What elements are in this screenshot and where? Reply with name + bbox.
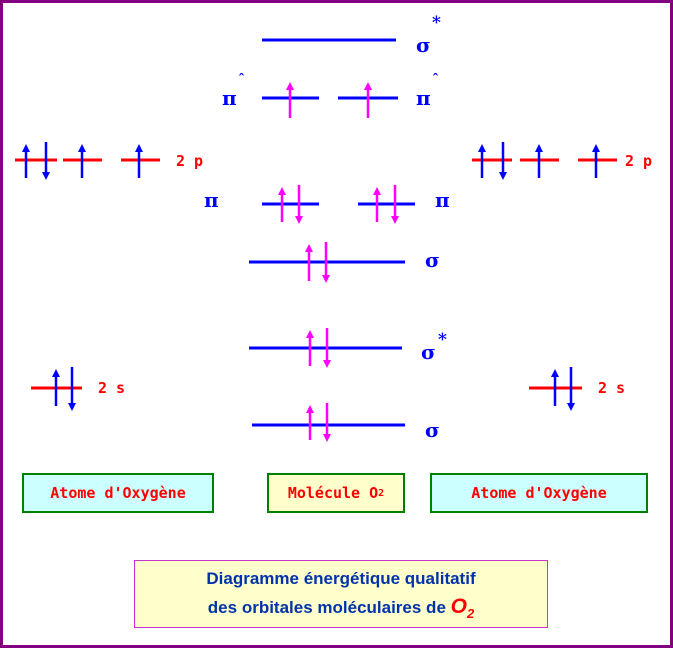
pi-star-left-mark: ˆ (238, 72, 245, 88)
left-atom-label: Atome d'Oxygène (50, 484, 186, 502)
sigma-star-2p-symbol: σ (416, 33, 431, 57)
sigma-star-2p-star: * (432, 13, 441, 33)
pi-star-right-symbol: π (416, 86, 431, 110)
pi-star-left-symbol: π (222, 86, 237, 110)
left-atom-box: Atome d'Oxygène (22, 473, 214, 513)
sigma-2s-symbol: σ (425, 418, 440, 442)
caption-formula-symbol: O (450, 595, 467, 618)
caption-formula: O2 (450, 595, 475, 622)
caption-line-2: des orbitales moléculaires de O2 (135, 593, 547, 628)
sigma-star-2s-symbol: σ (421, 340, 436, 364)
caption-formula-subscript: 2 (466, 606, 475, 622)
caption-line-1: Diagramme énergétique qualitatif (206, 569, 476, 588)
right-atom-label: Atome d'Oxygène (471, 484, 607, 502)
sigma-2p-symbol: σ (425, 248, 440, 272)
pi-star-right-mark: ˆ (432, 72, 439, 88)
molecule-subscript: 2 (378, 487, 385, 499)
right-2p-label: 2 p (625, 152, 652, 170)
left-2p-label: 2 p (176, 152, 203, 170)
pi-right-symbol: π (435, 188, 450, 212)
pi-left-symbol: π (204, 188, 219, 212)
molecule-label: Molécule O (287, 484, 379, 502)
caption-line-2-text: des orbitales moléculaires de (207, 598, 451, 617)
diagram-caption: Diagramme énergétique qualitatif des orb… (134, 560, 548, 628)
right-atom-box: Atome d'Oxygène (430, 473, 648, 513)
right-2s-label: 2 s (598, 379, 625, 397)
left-2s-label: 2 s (98, 379, 125, 397)
sigma-star-2s-star: * (438, 330, 447, 350)
